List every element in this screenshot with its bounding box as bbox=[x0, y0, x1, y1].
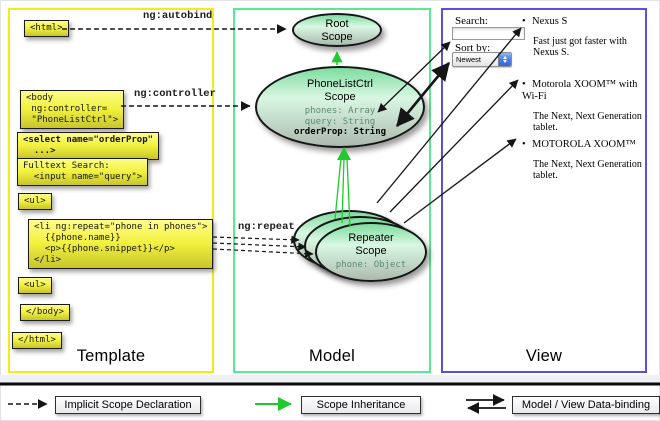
root-scope-ellipse: Root Scope bbox=[292, 13, 382, 47]
model-column: Model bbox=[233, 8, 431, 373]
search-input[interactable] bbox=[452, 27, 525, 40]
bullet-icon: • bbox=[522, 79, 526, 90]
code-ul-close: <ul> bbox=[18, 277, 52, 294]
bullet-icon: • bbox=[522, 139, 526, 150]
bottom-strip bbox=[0, 375, 660, 383]
phonelistctrl-scope-ellipse: PhoneListCtrl Scope phones: Array query:… bbox=[255, 66, 425, 148]
search-label: Search: bbox=[455, 15, 488, 27]
code-select: <select name="orderProp" ...> bbox=[17, 132, 160, 160]
controller-label: ng:controller bbox=[134, 88, 216, 100]
sort-dropdown[interactable]: Newest bbox=[452, 52, 512, 67]
prop-orderprop: orderProp: String bbox=[293, 127, 387, 137]
legend-data-binding: Model / View Data-binding bbox=[512, 396, 660, 414]
code-li-repeat: <li ng:repeat="phone in phones"> {{phone… bbox=[28, 219, 214, 269]
code-fulltext: Fulltext Search: <input name="query"> bbox=[17, 158, 149, 186]
bullet-icon: • bbox=[522, 16, 526, 27]
repeat-label: ng:repeat bbox=[238, 221, 295, 233]
autobind-label: ng:autobind bbox=[143, 10, 213, 22]
item-title: MOTOROLA XOOM™ bbox=[532, 139, 636, 150]
repeater-scope-name: Repeater bbox=[348, 232, 394, 244]
phonelistctrl-scope-name: PhoneListCtrl bbox=[306, 78, 374, 90]
repeater-scope-ellipse: Repeater Scope phone: Object bbox=[315, 222, 427, 282]
dropdown-stepper-icon bbox=[498, 53, 511, 66]
view-column-title: View bbox=[525, 347, 563, 365]
code-html-close: </html> bbox=[12, 332, 62, 349]
list-item: •Motorola XOOM™ with Wi-Fi The Next, Nex… bbox=[522, 79, 650, 133]
code-body-open: <body ng:controller= "PhoneListCtrl"> bbox=[20, 90, 125, 129]
prop-phones: phones: Array bbox=[304, 106, 376, 116]
list-item: • Nexus S Fast just got faster with Nexus… bbox=[522, 16, 650, 58]
repeater-scope-type: Scope bbox=[355, 244, 387, 257]
item-desc: The Next, Next Generation tablet. bbox=[533, 159, 642, 181]
item-desc: The Next, Next Generation tablet. bbox=[533, 111, 642, 133]
model-column-title: Model bbox=[309, 347, 355, 365]
sort-dropdown-value: Newest bbox=[456, 55, 482, 64]
legend-scope-inheritance: Scope Inheritance bbox=[301, 396, 421, 414]
root-scope-name: Root bbox=[325, 18, 349, 30]
root-scope-type: Scope bbox=[321, 31, 353, 43]
prop-phone: phone: Object bbox=[335, 260, 407, 270]
code-body-close: </body> bbox=[20, 304, 70, 321]
prop-query: query: String bbox=[304, 116, 376, 127]
list-item: • MOTOROLA XOOM™ The Next, Next Generatio… bbox=[522, 139, 650, 181]
item-title: Motorola XOOM™ with Wi-Fi bbox=[522, 79, 638, 102]
template-column-title: Template bbox=[76, 347, 146, 365]
phonelistctrl-scope-type: Scope bbox=[324, 90, 356, 103]
code-ul-open: <ul> bbox=[18, 193, 52, 210]
item-desc: Fast just got faster with Nexus S. bbox=[533, 36, 627, 58]
legend-implicit-scope: Implicit Scope Declaration bbox=[55, 396, 201, 414]
item-title: Nexus S bbox=[532, 16, 568, 27]
code-html-open: <html> bbox=[24, 20, 69, 37]
